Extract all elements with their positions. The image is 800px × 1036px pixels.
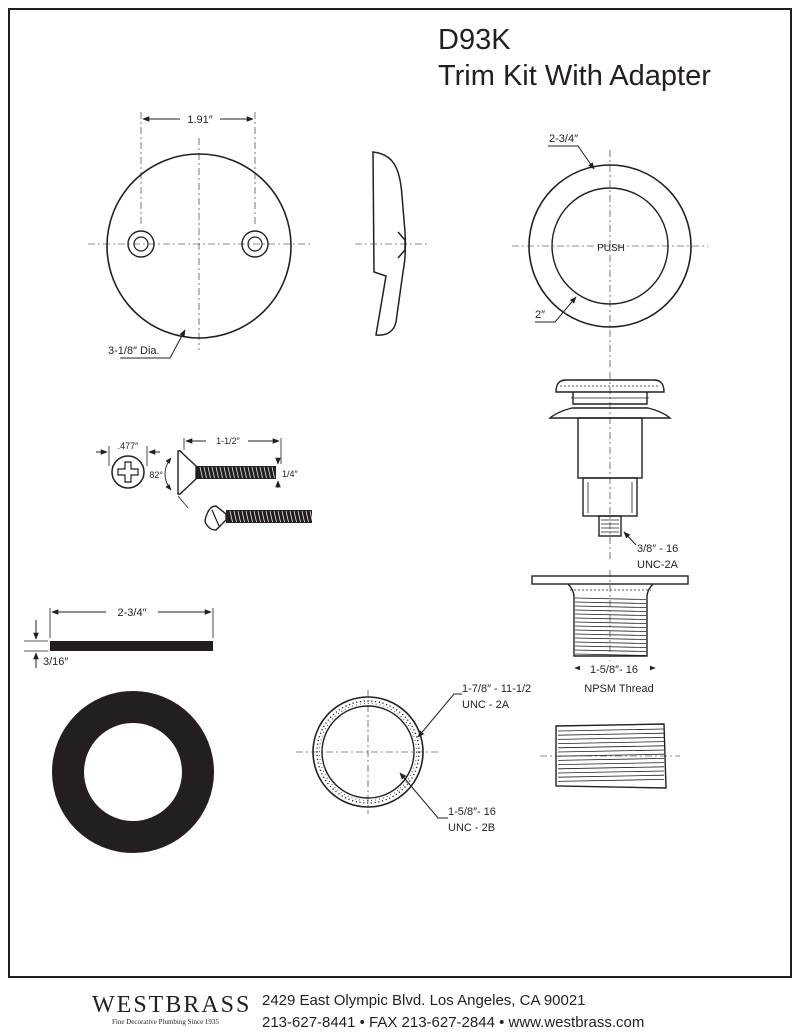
screw-dia-label: 1/4″ [282,469,299,479]
product-title: Trim Kit With Adapter [438,60,711,92]
adapter-outer-label-1: 1-7/8″ - 11-1/2 [462,683,531,695]
face-plate-hole-right [241,230,269,258]
flange-thread-label-1: 1-5/8″- 16 [590,664,638,676]
adapter-outer-label-2: UNC - 2A [462,699,510,711]
screw-head-view [96,446,160,489]
plate-diameter-label: 3-1/8″ Dia. [108,345,160,357]
drain-flange [531,570,689,671]
stopper-outer-leader [548,145,595,170]
flat-head-screw [164,438,282,509]
gasket-width-label: 2-3/4″ [118,607,147,619]
screw-length-label: 1-1/2″ [216,436,241,446]
gasket-thickness-label: 3/16″ [43,656,68,668]
footer: WESTBRASS Fine Decorative Plumbing Since… [0,980,800,1036]
model-number: D93K [438,24,511,56]
stopper-plunger [548,372,672,560]
adapter-end-view [296,690,462,819]
screw-head-label: .477″ [118,441,140,451]
adapter-inner-leader [399,772,448,819]
stopper-inner-label: 2″ [535,309,545,321]
screw-angle-label: 82° [149,470,163,480]
adapter-inner-label-2: UNC - 2B [448,822,495,834]
company-address: 2429 East Olympic Blvd. Los Angeles, CA … [262,992,586,1009]
face-plate-profile [355,151,430,336]
face-plate-hole-left [127,230,155,258]
plunger-thread-leader [623,531,637,546]
adapter-side-view [540,723,680,789]
stopper-outer-label: 2-3/4″ [549,133,578,145]
oval-head-screw [204,505,313,531]
adapter-inner-label-1: 1-5/8″- 16 [448,806,496,818]
plunger-thread-label-1: 3/8″ - 16 [637,543,678,555]
plate-diameter-leader [120,329,186,359]
flange-thread-label-2: NPSM Thread [584,683,654,695]
brand-logo: WESTBRASS [92,992,252,1018]
plunger-thread-label-2: UNC-2A [637,559,679,571]
push-label: PUSH [597,243,625,254]
brand-tagline: Fine Decorative Plumbing Since 1935 [112,1018,219,1026]
adapter-outer-leader [417,693,462,738]
drawing-frame [8,8,792,978]
hole-spacing-label: 1.91″ [187,114,212,126]
company-contact: 213-627-8441 • FAX 213-627-2844 • www.we… [262,1014,645,1031]
gasket-ring [52,691,214,853]
face-plate [88,112,312,359]
technical-drawing: 1.91″ 3-1/8″ Dia. 2-3/4″ 2″ PUSH 3/8″ - … [24,111,708,853]
stopper-inner-leader [535,296,577,323]
stopper-top-view [512,145,708,370]
